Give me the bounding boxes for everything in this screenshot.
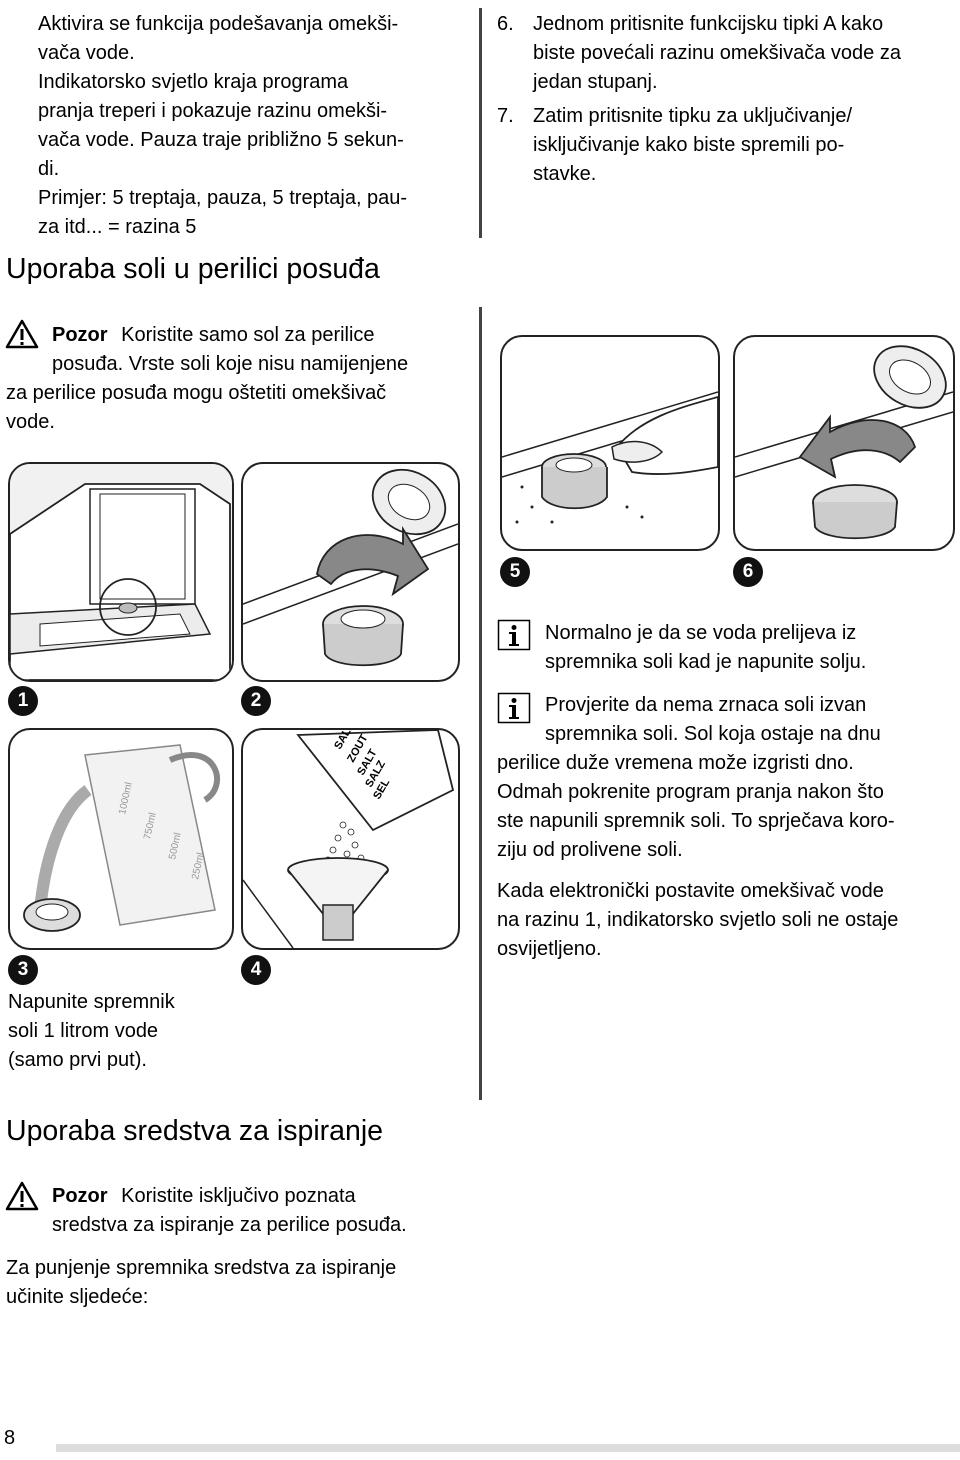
text-line: za perilice posuđa mogu oštetiti omekšiv… [6,382,387,404]
text-line: Indikatorsko svjetlo kraja programa [38,71,349,93]
warning-triangle-icon [5,1181,39,1211]
column-divider-middle [479,307,482,1100]
rinse-intro: Za punjenje spremnika sredstva za ispira… [6,1254,476,1312]
page-number: 8 [4,1427,16,1449]
text-line: učinite sljedeće: [6,1286,149,1308]
text-line: jedan stupanj. [533,71,658,93]
figure-number: 2 [241,686,271,716]
info-icon [497,619,531,651]
text-line: isključivanje kako biste spremili po- [533,134,845,156]
figure-3-caption: Napunite spremnik soli 1 litrom vode (sa… [8,988,238,1075]
caution-rinse: Pozor Koristite isključivo poznata sreds… [52,1182,482,1240]
dishwasher-illustration [10,464,232,680]
step-number: 6. [497,13,514,35]
text-line: Normalno je da se voda prelijeva iz [545,622,857,644]
cap-unscrew-illustration [243,468,458,667]
figure-1-dishwasher [8,462,234,682]
figure-6-screw-cap [733,335,955,551]
column-divider-top [479,8,482,238]
figure-number: 3 [8,955,38,985]
text-line: Primjer: 5 treptaja, pauza, 5 treptaja, … [38,187,408,209]
text-line: vode. [6,411,55,433]
footer-rule [56,1444,960,1452]
text-line: posuđa. Vrste soli koje nisu namijenjene [52,353,409,375]
text-line: Koristite isključivo poznata [121,1185,356,1207]
text-line: biste povećali razinu omekšivača vode za [533,42,901,64]
text-line: Koristite samo sol za perilice [121,324,375,346]
cap-screw-illustration [735,345,953,540]
text-line: stavke. [533,163,597,185]
step-number: 7. [497,105,514,127]
step-7: 7. Zatim pritisnite tipku za uključivanj… [497,102,959,189]
text-line: Aktivira se funkcija podešavanja omekši- [38,13,399,35]
warning-triangle-icon [5,319,39,349]
text-line: Jednom pritisnite funkcijsku tipki A kak… [533,13,884,35]
text-line: Odmah pokrenite program pranja nakon što [497,781,884,803]
text-line: Zatim pritisnite tipku za uključivanje/ [533,105,853,127]
wipe-salt-illustration [502,391,718,524]
caution-label: Pozor [52,1185,108,1207]
figure-number: 4 [241,955,271,985]
salt-funnel-illustration: SALE ZOUT SALT SALZ SEL [243,730,455,948]
text-line: Napunite spremnik [8,991,175,1013]
figure-4-add-salt: SALE ZOUT SALT SALZ SEL [241,728,460,950]
text-line: Provjerite da nema zrnaca soli izvan [545,694,867,716]
section-heading-salt: Uporaba soli u perilici posuđa [6,253,380,285]
caution-salt: Pozor Koristite samo sol za perilice pos… [6,321,476,437]
step-6: 6. Jednom pritisnite funkcijsku tipki A … [497,10,959,97]
text-line: pranja treperi i pokazuje razinu omekši- [38,100,388,122]
section-heading-rinse-aid: Uporaba sredstva za ispiranje [6,1115,384,1147]
text-line: za itd... = razina 5 [38,216,197,238]
figure-5-wipe [500,335,720,551]
figure-3-fill-water: 1000ml 750ml 500ml 250ml [8,728,234,950]
text-line: spremnika soli. Sol koja ostaje na dnu [545,723,881,745]
text-line: ziju od prolivene soli. [497,839,683,861]
text-line: vača vode. [38,42,135,64]
text-line: spremnika soli kad je napunite solju. [545,651,867,673]
figure-2-unscrew-cap [241,462,460,682]
text-line: osvijetljeno. [497,938,602,960]
text-line: di. [38,158,60,180]
text-line: na razinu 1, indikatorsko svjetlo soli n… [497,909,899,931]
text-line: perilice duže vremena može izgristi dno. [497,752,854,774]
figure-number: 6 [733,557,763,587]
text-line: vača vode. Pauza traje približno 5 sekun… [38,129,404,151]
text-line: Kada elektronički postavite omekšivač vo… [497,880,884,902]
text-line: sredstva za ispiranje za perilice posuđa… [52,1214,407,1236]
text-line: ste napunili spremnik soli. To sprječava… [497,810,895,832]
water-jug-illustration: 1000ml 750ml 500ml 250ml [23,744,221,932]
left-intro-text: Aktivira se funkcija podešavanja omekši-… [38,10,478,242]
info-icon [497,692,531,724]
text-line: Za punjenje spremnika sredstva za ispira… [6,1257,397,1279]
info-note-1: Normalno je da se voda prelijeva iz spre… [545,619,959,677]
caution-label: Pozor [52,324,108,346]
info-note-2: Provjerite da nema zrnaca soli izvan spr… [497,691,959,865]
salt-light-paragraph: Kada elektronički postavite omekšivač vo… [497,877,959,964]
figure-number: 1 [8,686,38,716]
text-line: (samo prvi put). [8,1049,147,1071]
figure-number: 5 [500,557,530,587]
text-line: soli 1 litrom vode [8,1020,159,1042]
